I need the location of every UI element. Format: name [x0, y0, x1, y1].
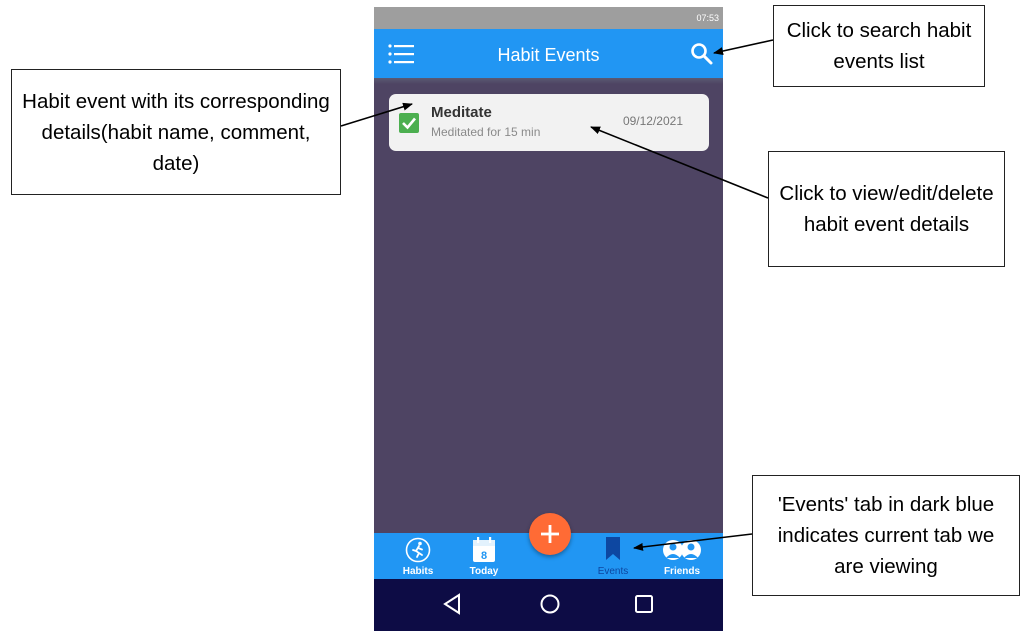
- annotation-search: Click to search habit events list: [773, 5, 985, 87]
- friends-icon: [663, 540, 701, 560]
- tab-events-label: Events: [597, 566, 629, 577]
- back-icon[interactable]: [442, 593, 462, 615]
- app-bar: Habit Events: [374, 29, 723, 78]
- bookmark-icon: [606, 537, 620, 560]
- search-icon[interactable]: [689, 41, 715, 67]
- arrow-to-events-tab: [633, 533, 753, 551]
- status-bar: 07:53: [374, 7, 723, 29]
- add-habit-event-button[interactable]: [529, 513, 571, 555]
- page-title: Habit Events: [497, 45, 600, 65]
- recents-icon[interactable]: [634, 593, 654, 615]
- annotation-view-edit-delete: Click to view/edit/delete habit event de…: [768, 151, 1005, 267]
- hamburger-menu-icon[interactable]: [388, 43, 416, 65]
- calendar-day-number: 8: [480, 550, 488, 562]
- tab-habits[interactable]: Habits: [394, 533, 442, 579]
- event-date: 09/12/2021: [622, 114, 683, 128]
- event-habit-name: Meditate: [431, 104, 492, 121]
- arrow-to-event-card: [340, 102, 413, 127]
- status-time: 07:53: [696, 13, 719, 23]
- checkmark-icon: [399, 113, 419, 133]
- running-person-icon: [405, 537, 431, 563]
- app-bar-shadow: [374, 78, 723, 84]
- tab-today[interactable]: 8 Today: [460, 533, 508, 579]
- annotation-events-tab: 'Events' tab in dark blue indicates curr…: [752, 475, 1020, 596]
- calendar-icon: [473, 537, 495, 562]
- arrow-to-event-card-details: [590, 126, 769, 199]
- home-icon[interactable]: [539, 593, 561, 615]
- tab-friends[interactable]: Friends: [658, 533, 706, 579]
- tab-events[interactable]: Events: [589, 533, 637, 579]
- system-navigation-bar: [374, 579, 723, 631]
- tab-habits-label: Habits: [402, 566, 434, 577]
- arrow-to-search-icon: [713, 39, 774, 55]
- tab-today-label: Today: [469, 566, 499, 577]
- plus-icon: [541, 525, 559, 543]
- event-comment: Meditated for 15 min: [431, 125, 541, 139]
- annotation-habit-event: Habit event with its corresponding detai…: [11, 69, 341, 195]
- tab-friends-label: Friends: [663, 566, 701, 577]
- habit-event-card[interactable]: Meditate Meditated for 15 min 09/12/2021: [389, 94, 709, 151]
- phone-screen: 07:53 Habit Events Meditate Meditated fo…: [374, 7, 723, 631]
